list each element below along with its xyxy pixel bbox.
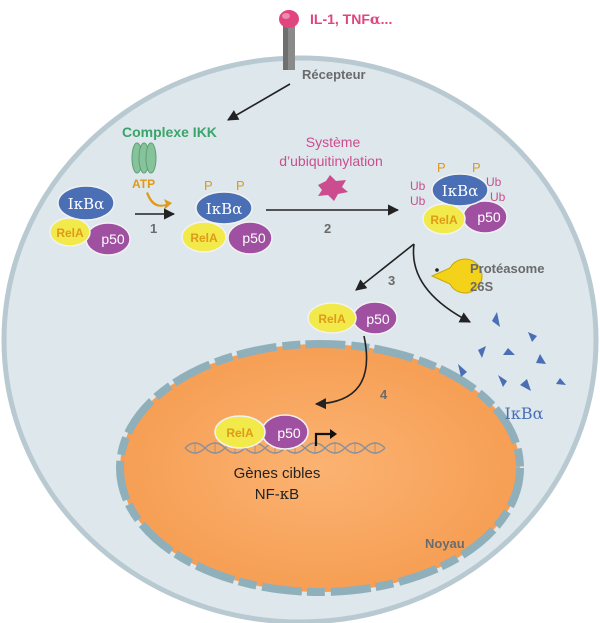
p50-label: p50	[101, 231, 125, 247]
ligand-label: IL-1, TNFα...	[310, 11, 392, 28]
phospho-label: P	[437, 160, 446, 175]
transcription-start-arrowhead	[330, 429, 337, 439]
degraded-ikb-label: IκBα	[505, 404, 544, 423]
complex-ubiquitinated: P P Ub Ub Ub Ub IκBα RelA p50	[410, 160, 508, 235]
ligand-icon	[279, 10, 299, 28]
arrow-receptor-ikk	[227, 83, 291, 121]
complex-free-nfkb: RelA p50	[307, 301, 398, 335]
ikk-label: Complexe IKK	[122, 124, 217, 140]
phospho-label: P	[236, 178, 245, 193]
p50-label: p50	[277, 425, 301, 441]
receptor-label: Récepteur	[302, 67, 366, 82]
phospho-label: P	[204, 178, 213, 193]
p50-label: p50	[242, 230, 266, 246]
transcription-start-icon	[314, 432, 330, 446]
ikb-alpha-label: IκBα	[68, 195, 104, 213]
arrow-step-4	[314, 335, 368, 410]
proteasome-label-1: Protéasome	[470, 261, 544, 276]
ikb-alpha-label: IκBα	[442, 182, 478, 200]
atp-arrow-icon	[146, 192, 172, 210]
ubiquitin-system-label-1: Système	[306, 134, 361, 150]
ubiquitin-label: Ub	[486, 175, 502, 189]
step-3-label: 3	[388, 273, 395, 288]
rela-label: RelA	[190, 231, 218, 245]
ubiquitin-system-label-2: d’ubiquitinylation	[279, 153, 383, 169]
complex-phosphorylated: P P IκBα RelA p50	[181, 178, 273, 255]
proteasome-eye	[435, 268, 439, 272]
complex-inactive: IκBα RelA p50	[49, 185, 131, 256]
nucleus-label: Noyau	[425, 536, 465, 551]
ikb-alpha-label: IκBα	[206, 200, 242, 218]
complex-nuclear-nfkb: RelA p50	[214, 414, 309, 450]
rela-label: RelA	[430, 213, 458, 227]
rela-label: RelA	[56, 226, 84, 240]
genes-label-2: NF-κB	[255, 485, 299, 503]
ubiquitin-enzyme-icon	[318, 175, 348, 201]
step-4-label: 4	[380, 387, 388, 402]
ubiquitin-label: Ub	[410, 179, 426, 193]
proteasome-label-2: 26S	[470, 279, 493, 294]
step-1-label: 1	[150, 221, 157, 236]
ubiquitin-label: Ub	[410, 194, 426, 208]
rela-label: RelA	[226, 426, 254, 440]
ikk-complex-icon	[131, 142, 157, 174]
ubiquitin-label: Ub	[490, 190, 506, 204]
proteasome-icon	[430, 258, 483, 294]
arrow-degradation	[412, 243, 471, 323]
receptor	[279, 10, 299, 70]
genes-label-1: Gènes cibles	[234, 465, 321, 482]
step-2-label: 2	[324, 221, 331, 236]
rela-label: RelA	[318, 312, 346, 326]
degraded-ikb-fragments	[458, 312, 566, 391]
phospho-label: P	[472, 160, 481, 175]
atp-label: ATP	[132, 177, 155, 191]
arrow-step-3	[355, 243, 415, 291]
p50-label: p50	[366, 311, 390, 327]
nucleus	[116, 340, 524, 596]
p50-label: p50	[477, 209, 501, 225]
